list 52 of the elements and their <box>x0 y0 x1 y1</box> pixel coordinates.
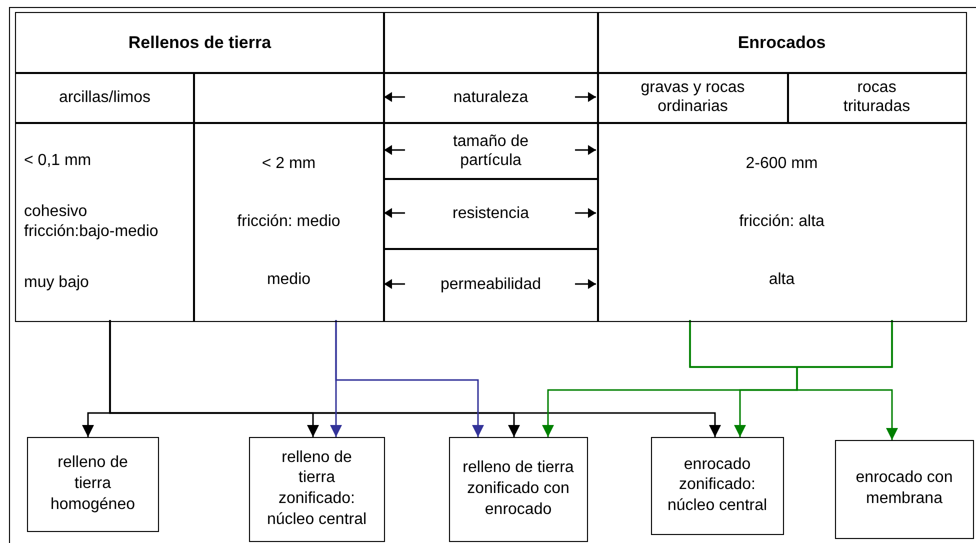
direction-arrow <box>575 92 596 102</box>
cell-text: arcillas/limos <box>58 88 152 107</box>
property-cell <box>383 248 598 322</box>
dam-type-box <box>835 440 974 538</box>
cell-text: fricción: medio <box>237 212 340 232</box>
box-text: relleno de tierra zonificado con enrocado <box>462 458 575 520</box>
dam-type-box <box>449 437 588 542</box>
cell-text: fricción: alta <box>739 212 824 232</box>
cell-text: medio <box>266 270 311 290</box>
cell-text: gravas y rocas ordinarias <box>640 79 746 116</box>
direction-arrow <box>575 279 596 289</box>
direction-arrow <box>384 279 405 289</box>
connector-arrow <box>335 320 484 437</box>
table-cell <box>193 122 384 322</box>
table-cell <box>597 122 966 322</box>
cell-text: naturaleza <box>452 88 530 108</box>
cell-text: 2-600 mm <box>746 154 818 174</box>
dam-type-box <box>651 437 784 534</box>
table-cell <box>787 72 966 124</box>
cell-text: permeabilidad <box>439 275 542 294</box>
header-text: Enrocados <box>738 32 826 54</box>
direction-arrow <box>384 208 405 218</box>
direction-arrow <box>384 92 405 102</box>
header-cell <box>15 12 384 74</box>
cell-text: < 0,1 mm <box>24 150 92 171</box>
box-text: relleno de tierra homogéneo <box>49 453 136 515</box>
direction-arrow <box>575 145 596 155</box>
table-cell <box>383 12 598 74</box>
box-text: enrocado con membrana <box>854 468 954 510</box>
cell-text: resistencia <box>452 204 530 224</box>
box-text: enrocado zonificado: núcleo central <box>666 454 768 516</box>
property-cell <box>383 178 598 250</box>
cell-text: cohesivo fricción:bajo-medio <box>24 202 160 242</box>
table-cell <box>597 72 788 124</box>
direction-arrow <box>384 145 405 155</box>
table-cell <box>193 72 384 124</box>
direction-arrow <box>575 208 596 218</box>
cell-text: rocas trituradas <box>842 79 912 116</box>
connector-arrow <box>109 320 721 437</box>
dam-type-box <box>27 437 158 532</box>
cell-text: muy bajo <box>24 272 89 293</box>
property-cell <box>383 122 598 180</box>
cell-text: < 2 mm <box>262 154 316 174</box>
table-cell <box>15 122 194 322</box>
header-text: Rellenos de tierra <box>128 32 272 54</box>
dam-type-box <box>249 437 384 542</box>
cell-text: alta <box>768 270 795 290</box>
cell-text: tamaño de partícula <box>452 132 530 170</box>
property-cell <box>383 72 598 124</box>
header-cell <box>597 12 966 74</box>
table-cell <box>15 72 194 124</box>
box-text: relleno de tierra zonificado: núcleo central <box>266 448 368 530</box>
